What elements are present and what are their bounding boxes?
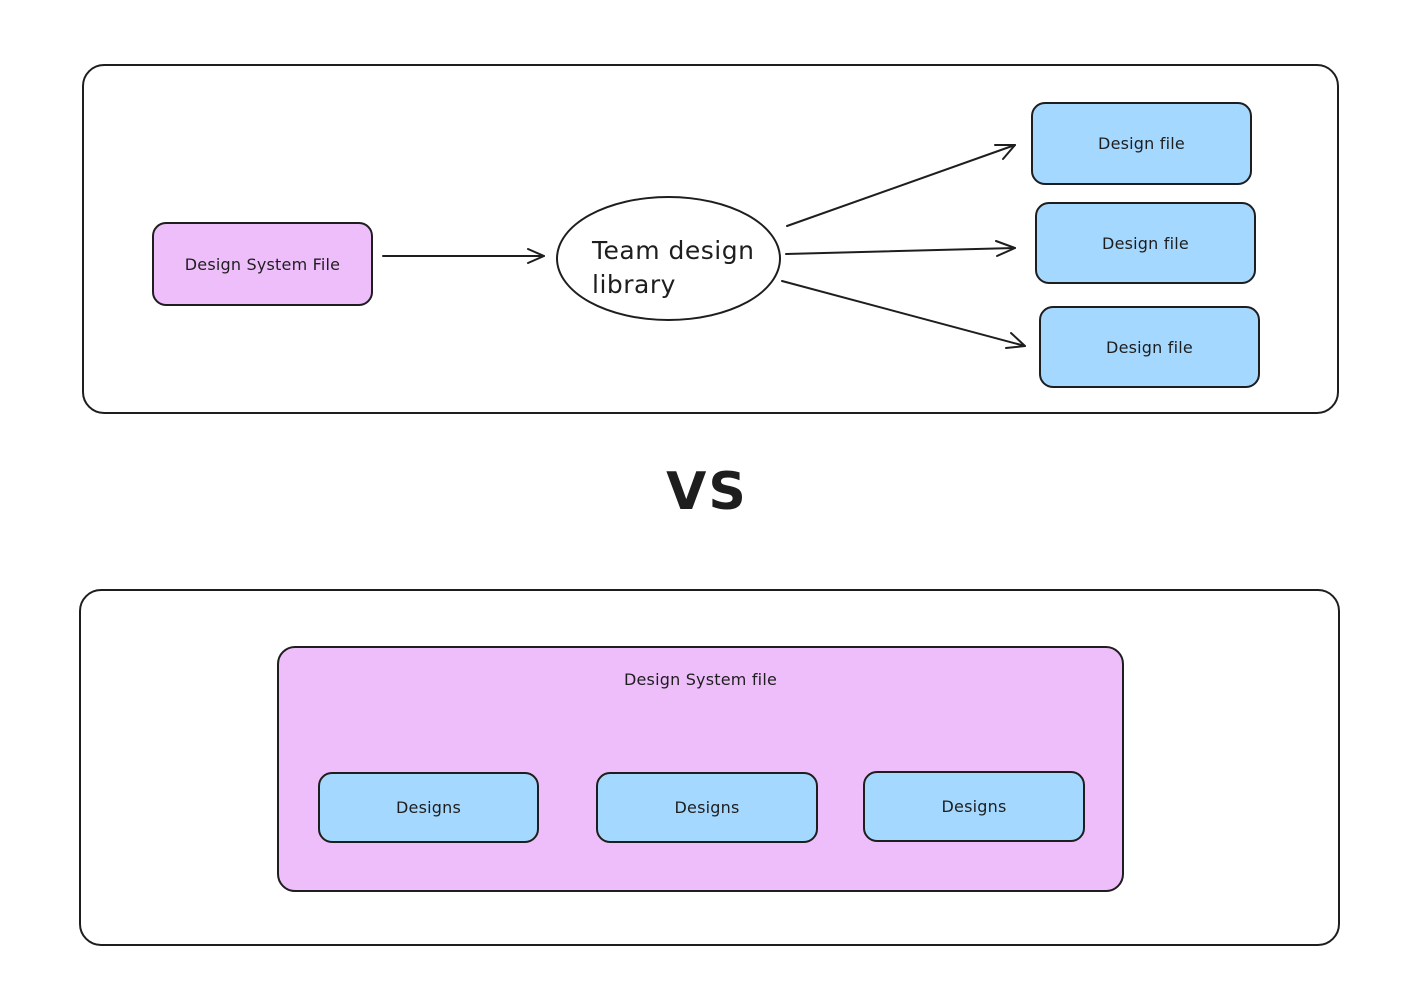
designs-node-1: Designs: [318, 772, 539, 843]
team-design-library-node: Team design library: [556, 196, 781, 321]
design-file-label-1: Design file: [1098, 134, 1185, 153]
design-system-file-node: Design System File: [152, 222, 373, 306]
team-design-library-label: Team design library: [592, 236, 755, 299]
designs-node-3: Designs: [863, 771, 1085, 842]
design-system-file-container: Design System file: [277, 646, 1124, 892]
design-system-file-label: Design System File: [184, 254, 341, 274]
design-system-file-container-label: Design System file: [623, 670, 778, 689]
designs-label-3: Designs: [941, 797, 1007, 816]
design-file-label-3: Design file: [1106, 337, 1193, 357]
design-file-node-3: Design file: [1039, 306, 1260, 388]
design-file-node-1: Design file: [1031, 102, 1252, 185]
designs-label-1: Designs: [396, 798, 461, 817]
design-file-label-2: Design file: [1102, 233, 1189, 253]
designs-node-2: Designs: [596, 772, 818, 843]
designs-label-2: Designs: [674, 798, 740, 817]
design-file-node-2: Design file: [1035, 202, 1256, 284]
vs-label: VS: [666, 462, 748, 522]
